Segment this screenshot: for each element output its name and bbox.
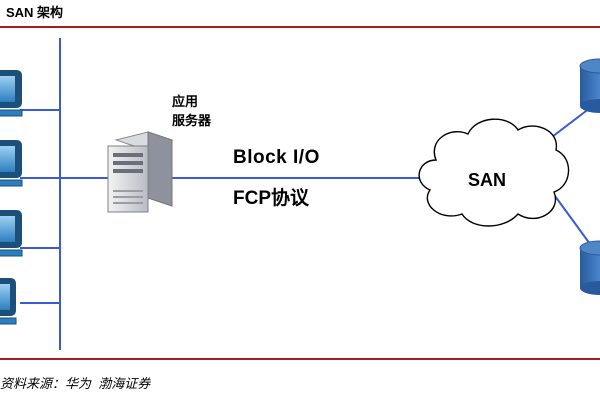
top-divider	[0, 26, 600, 28]
figure-title: SAN 架构	[6, 5, 64, 20]
client-computer-icon	[0, 70, 23, 117]
server-label-line2: 服务器	[172, 113, 212, 128]
bottom-divider	[0, 358, 600, 360]
san-to-storage-line	[547, 107, 591, 141]
client-computer-icon	[0, 140, 23, 187]
server-tower-icon	[107, 131, 174, 213]
protocol-block-io-label: Block I/O	[233, 147, 320, 168]
source-note: 资料来源：华为 渤海证券	[0, 376, 151, 391]
san-to-storage-line	[554, 195, 591, 245]
client-computer-icon	[0, 210, 23, 257]
server-label-line1: 应用	[172, 94, 199, 109]
cloud-icon	[418, 118, 570, 227]
server-label: 应用 服务器	[172, 92, 232, 130]
san-cloud-label: SAN	[468, 170, 507, 190]
storage-disk-icon	[579, 58, 600, 113]
protocol-fcp-label: FCP协议	[233, 188, 310, 209]
client-computer-icon	[0, 278, 17, 325]
storage-disk-icon	[579, 240, 600, 295]
